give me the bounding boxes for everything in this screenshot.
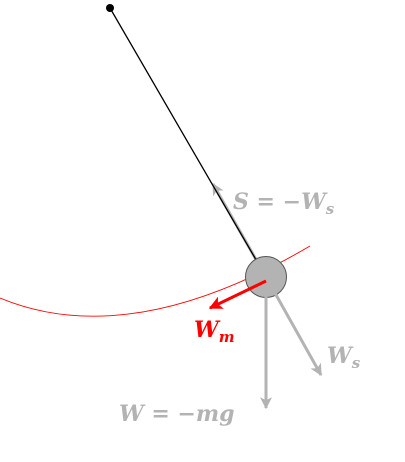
pendulum-string (109, 7, 267, 278)
string-component-arrow (264, 276, 323, 377)
string-component-label: Ws (327, 343, 361, 372)
motion-component-label: Wm (194, 317, 235, 346)
support-force-label: S = −Ws (233, 189, 335, 218)
motion-component-arrow (208, 279, 267, 310)
weight-label: W = −mg (119, 401, 235, 427)
pivot-point (106, 4, 114, 12)
